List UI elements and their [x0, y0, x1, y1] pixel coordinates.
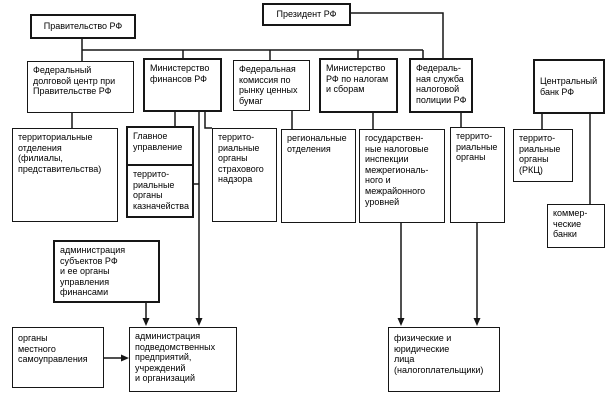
node-territorialnye-organy-rkc: террито- риальные органы (РКЦ) — [513, 129, 573, 182]
node-territorialnye-organy-fsnp: террито- риальные органы — [450, 127, 505, 223]
arrowhead-minfin-admin — [195, 318, 203, 326]
node-centralny-bank-rf: Центральный банк РФ — [533, 59, 605, 114]
node-glavnoe-upravlenie-group: Главное управление террито- риальные орг… — [126, 126, 194, 218]
node-gos-nalogovye-inspekcii: государствен- ные налоговые инспекции ме… — [359, 129, 445, 223]
node-organy-kaznacheystva: террито- риальные органы казначейства — [128, 164, 192, 216]
arrowhead-organy-mest — [121, 354, 129, 362]
node-pravitelstvo-rf: Правительство РФ — [30, 14, 136, 39]
node-organy-mestnogo-samoupravleniya: органы местного самоуправления — [12, 327, 104, 388]
arrowhead-terr-org — [473, 318, 481, 326]
arrowhead-gosnalog — [397, 318, 405, 326]
arrowhead-admin-sub — [142, 318, 150, 326]
node-regionalnye-otdeleniya: региональные отделения — [281, 129, 356, 223]
node-fed-sluzhba-nalogovoy-policii: Федераль- ная служба налоговой полиции Р… — [409, 58, 473, 113]
node-glavnoe-upravlenie: Главное управление — [133, 131, 183, 152]
node-fed-komissiya-cennyh-bumag: Федеральная комиссия по рынку ценных бум… — [233, 60, 310, 111]
edge-minfin-strah — [204, 111, 212, 129]
node-kommercheskie-banki: коммер- ческие банки — [547, 204, 605, 248]
node-ministerstvo-po-nalogam: Министерство РФ по налогам и сборам — [319, 58, 398, 113]
node-fed-dolgovoy-centr: Федеральный долговой центр при Правитель… — [27, 61, 134, 113]
node-organy-strahovogo-nadzora: террито- риальные органы страхового надз… — [212, 128, 277, 222]
node-fizicheskie-yuridicheskie-lica: физические и юридические лица (налогопла… — [388, 327, 500, 392]
node-minfin-rf: Министерство финансов РФ — [143, 58, 222, 112]
node-prezident-rf: Президент РФ — [262, 3, 351, 26]
node-territorialnye-otdeleniya: территориальные отделения (филиалы, пред… — [12, 128, 118, 222]
edge-prezident-fsnp — [351, 12, 444, 58]
node-administraciya-subektov-rf: администрация субъектов РФ и ее органы у… — [53, 240, 160, 303]
node-administraciya-podvedomstvennyh: администрация подведомственных предприят… — [129, 327, 237, 392]
